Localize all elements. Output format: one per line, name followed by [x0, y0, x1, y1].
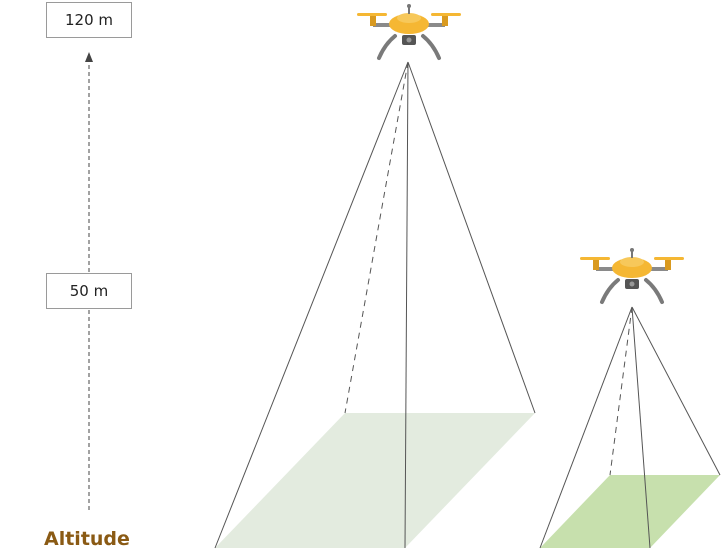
view-cone-high	[214, 61, 536, 549]
view-cone-low	[539, 306, 721, 549]
footprint-low	[540, 475, 720, 548]
drone-icon-low	[578, 246, 686, 304]
altitude-label-120: 120 m	[46, 2, 132, 38]
altitude-axis-arrowhead	[85, 52, 93, 62]
altitude-label-50: 50 m	[46, 273, 132, 309]
footprint-high	[215, 413, 535, 548]
drone-icon-high	[355, 2, 463, 60]
altitude-title: Altitude	[44, 528, 130, 550]
